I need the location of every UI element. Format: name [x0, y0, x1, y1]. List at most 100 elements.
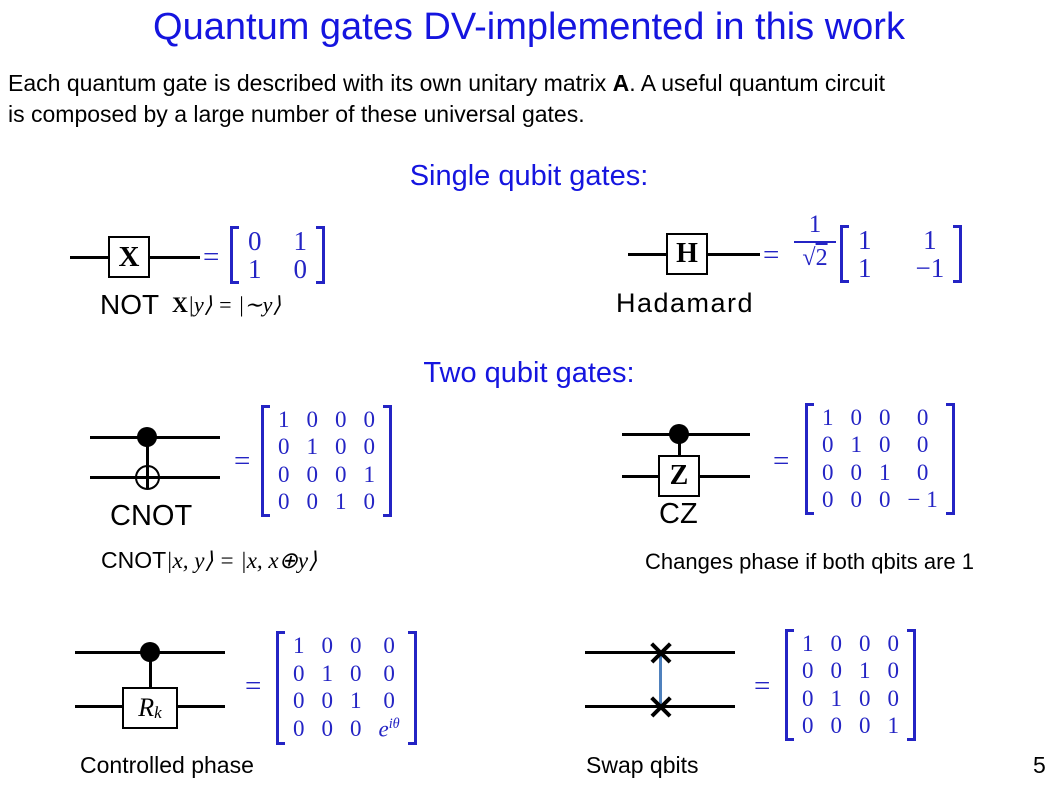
- matrix-cell: 0: [822, 486, 834, 512]
- matrix-cell: 0: [822, 432, 834, 458]
- cz-gate-box-label: Z: [669, 460, 689, 491]
- fraction-bar: [794, 241, 836, 243]
- swap-equals-sign: =: [754, 670, 771, 702]
- matrix-cell: 0: [850, 486, 863, 512]
- matrix-a-bold: A: [612, 70, 630, 96]
- cz-gate-name: CZ: [659, 498, 698, 530]
- matrix-cell: 0: [306, 407, 319, 432]
- slide-title: Quantum gates DV-implemented in this wor…: [153, 6, 905, 48]
- matrix-cell: 1: [850, 432, 863, 458]
- matrix-cell: 0: [363, 488, 376, 514]
- matrix-cell: 0: [350, 660, 362, 686]
- bracket-left: [230, 226, 239, 284]
- matrix-cell: 1: [293, 633, 305, 658]
- cz-control-dot: [669, 424, 689, 444]
- swap-gate-name: Swap qbits: [586, 752, 699, 778]
- matrix-cell: 1: [923, 225, 937, 255]
- matrix-cell: 0: [248, 226, 262, 256]
- cz-connector-line: [678, 434, 681, 456]
- matrix-cell: 0: [383, 633, 395, 658]
- matrix-cell: 0: [859, 712, 871, 738]
- matrix-cell: 1: [822, 405, 834, 430]
- intro-line2: is composed by a large number of these u…: [8, 100, 585, 127]
- bracket-right: [407, 631, 417, 745]
- matrix-cell: 0: [335, 461, 347, 487]
- cnot-formula-operator: CNOT: [101, 547, 167, 573]
- matrix-cell: 0: [293, 254, 308, 285]
- cphase-gate-name: Controlled phase: [80, 752, 254, 778]
- intro-line1: Each quantum gate is described with its …: [8, 68, 1053, 99]
- bracket-left: [840, 225, 849, 283]
- matrix-cell: 1: [278, 407, 290, 432]
- cz-caption: Changes phase if both qbits are 1: [645, 549, 975, 574]
- matrix-cell: 0: [363, 407, 376, 432]
- matrix-cell: 0: [383, 660, 395, 686]
- cnot-control-dot: [137, 427, 157, 447]
- matrix-cell: 0: [278, 434, 290, 460]
- matrix-cell: 0: [879, 432, 891, 458]
- matrix-cell: 0: [802, 685, 814, 711]
- cnot-equals-sign: =: [234, 445, 251, 477]
- matrix-cell: 0: [802, 712, 814, 738]
- matrix-cell: 0: [293, 716, 305, 742]
- matrix-cell: 0: [850, 405, 863, 430]
- matrix-cell: 0: [802, 658, 814, 684]
- not-formula-rest: |y⟩ = |∼y⟩: [187, 292, 281, 317]
- matrix-cell: 1: [335, 488, 347, 514]
- intro-line1-text: Each quantum gate is described with its …: [8, 70, 613, 96]
- cnot-connector-line: [146, 437, 149, 489]
- matrix-cell: 0: [293, 660, 305, 686]
- bracket-right: [316, 226, 325, 284]
- cphase-equals-sign: =: [245, 670, 262, 702]
- x-gate-box-label: X: [118, 240, 140, 273]
- bracket-right: [953, 225, 963, 283]
- h-gate-box-label: H: [676, 238, 698, 269]
- intro-paragraph: Each quantum gate is described with its …: [8, 68, 1053, 129]
- matrix-cell: 0: [887, 631, 900, 656]
- matrix-cell: 1: [858, 253, 872, 284]
- matrix-cell: 0: [830, 658, 843, 684]
- matrix-cell: 0: [916, 459, 929, 485]
- matrix-cell: 0: [335, 434, 347, 460]
- radical-sign: √: [802, 245, 816, 271]
- fraction-numerator: 1: [808, 211, 822, 238]
- bracket-left: [261, 405, 270, 517]
- matrix-cell: 0: [350, 716, 362, 742]
- cnot-gate-name: CNOT: [110, 500, 193, 532]
- matrix-cell: 1: [887, 712, 900, 738]
- matrix-cell: 1: [858, 225, 872, 255]
- matrix-cell: 0: [321, 716, 334, 742]
- matrix-cell: 0: [916, 432, 929, 458]
- matrix-cell: 0: [335, 407, 347, 432]
- cphase-connector-line: [149, 652, 152, 689]
- matrix-cell: 1: [321, 660, 334, 686]
- matrix-cell: 0: [293, 688, 305, 714]
- page-number: 5: [1033, 752, 1046, 778]
- cnot-formula-rest: |x, y⟩ = |x, x⊕y⟩: [166, 548, 318, 573]
- heading-single-qubit-gates: Single qubit gates:: [409, 160, 649, 192]
- matrix-cell: 0: [278, 461, 290, 487]
- bracket-right: [383, 405, 392, 517]
- heading-two-qubit-gates: Two qubit gates:: [423, 357, 635, 389]
- bracket-right: [945, 403, 955, 515]
- h-gate-box: H: [666, 233, 708, 275]
- matrix-cell: − 1: [907, 486, 938, 512]
- h-equals-sign: =: [763, 239, 780, 271]
- matrix-cell: 0: [321, 688, 334, 714]
- swap-cross-bottom-icon: [648, 693, 674, 719]
- matrix-cell: 0: [859, 685, 871, 711]
- hadamard-gate-name: Hadamard: [616, 288, 755, 318]
- swap-connector-line: [659, 655, 662, 707]
- matrix-cell: 1: [830, 685, 843, 711]
- matrix-cell: 0: [887, 685, 900, 711]
